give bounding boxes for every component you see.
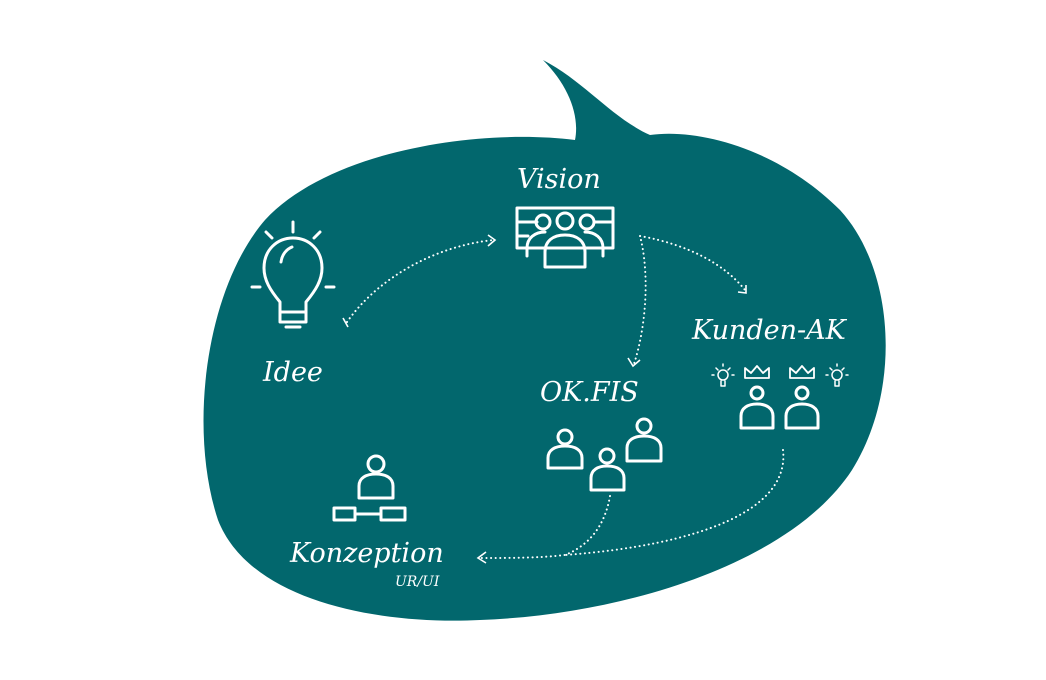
edge-kunden-konzeption: [564, 449, 785, 556]
edge-vision-kunden: [639, 235, 747, 294]
person-flow-icon: [332, 454, 407, 522]
edge-idee-vision: [342, 234, 497, 328]
node-sublabel-konzeption: UR/UI: [395, 574, 440, 590]
edge-vision-okfis: [627, 239, 647, 368]
node-label-okfis: OK.FIS: [540, 377, 639, 408]
team-icon: [546, 417, 663, 492]
customers-with-crowns-and-ideas-icon: [711, 363, 849, 430]
speech-bubble: [203, 60, 886, 621]
group-presentation-icon: [515, 206, 615, 269]
node-label-vision: Vision: [517, 164, 601, 195]
node-label-konzeption: Konzeption: [290, 538, 444, 569]
lightbulb-icon: [250, 220, 336, 329]
node-label-kunden-ak: Kunden-AK: [692, 315, 846, 346]
edge-okfis-konzeption: [476, 495, 611, 564]
node-label-idee: Idee: [263, 357, 323, 388]
